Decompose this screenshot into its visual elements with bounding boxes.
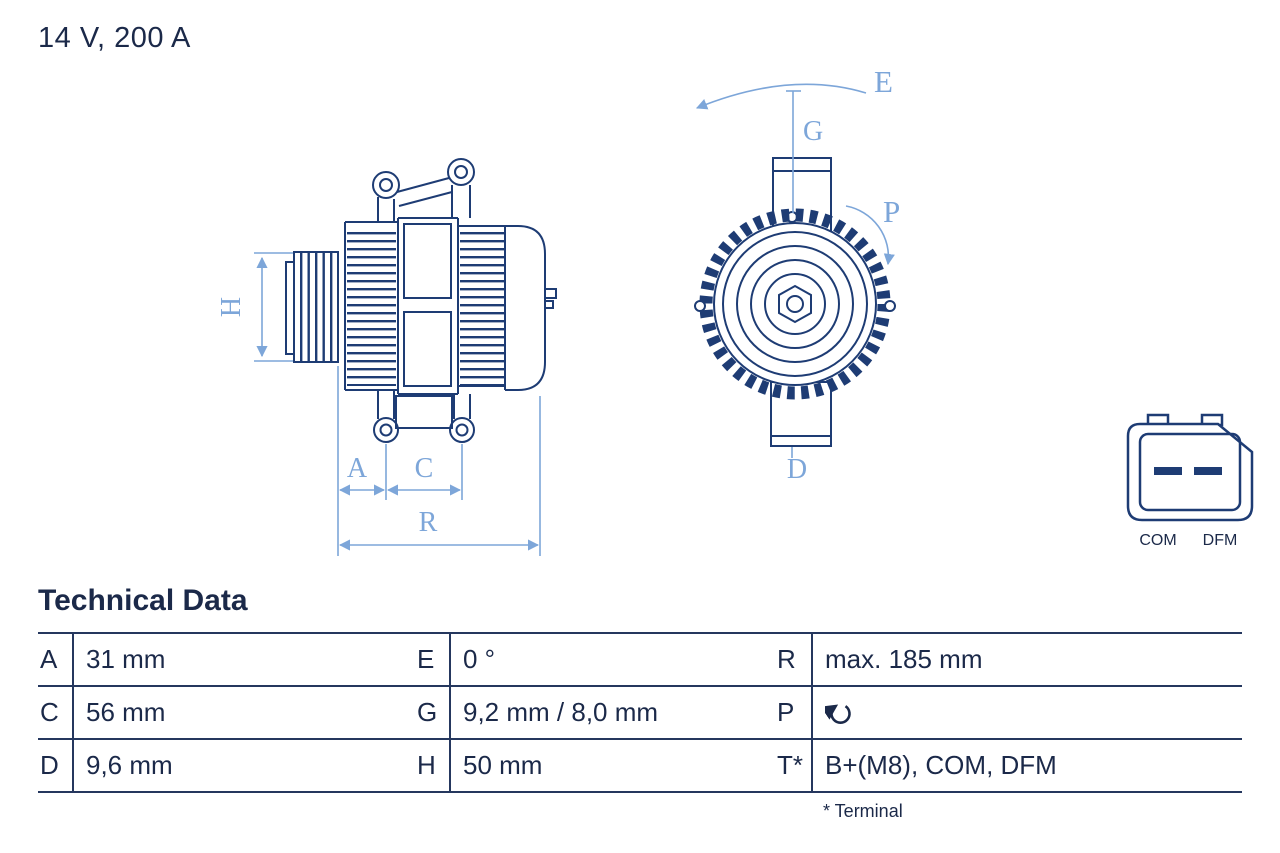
bottom-lug-plate [395, 395, 453, 429]
tech-value-h: 50 mm [451, 740, 775, 793]
connector-labels: COM DFM [1139, 532, 1237, 549]
rotation-direction-icon [825, 703, 851, 724]
dim-label-r: R [419, 507, 438, 538]
bottom-lug-left-eye [373, 417, 399, 443]
terminal-stud-tip [544, 300, 554, 309]
body-top-edge [345, 217, 505, 227]
tech-key-r: R [775, 634, 813, 687]
rear-cooling-fins [460, 229, 504, 386]
shaft-center-hole [786, 295, 804, 313]
tech-key-a: A [38, 634, 74, 687]
bottom-lug-right-eye [449, 417, 475, 443]
dim-label-c: C [415, 453, 434, 484]
bottom-lug-right-hole [455, 423, 469, 437]
side-view-dimensions [254, 252, 541, 556]
bottom-lug-right-arm [453, 394, 471, 419]
dim-label-p: P [883, 194, 900, 229]
connector-pin-dfm [1194, 467, 1222, 475]
top-lug-left-arm [377, 197, 395, 222]
tech-key-g: G [415, 687, 451, 740]
tech-value-d: 9,6 mm [74, 740, 415, 793]
pulley-grooves [293, 251, 339, 363]
bottom-lug-left-hole [379, 423, 393, 437]
tech-key-c: C [38, 687, 74, 740]
dim-label-h: H [216, 297, 247, 317]
dim-label-a: A [347, 453, 368, 484]
technical-data-table: A 31 mm E 0 ° R max. 185 mm C 56 mm G 9,… [38, 632, 1242, 793]
front-cooling-fins [347, 229, 396, 386]
tech-key-h: H [415, 740, 451, 793]
tech-value-a: 31 mm [74, 634, 415, 687]
e-arc [695, 83, 867, 110]
technical-data-title: Technical Data [38, 584, 248, 617]
dim-label-g: G [803, 116, 823, 147]
connector-label-com: COM [1139, 532, 1176, 549]
front-ring-2 [736, 245, 854, 363]
front-view-dimensions [695, 83, 895, 458]
fan-teeth-ring [699, 208, 891, 400]
spec-header: 14 V, 200 A [38, 22, 191, 54]
front-view-dimension-labels: E G P D [787, 64, 900, 485]
h-extension-lines [254, 252, 293, 362]
front-ring-1 [722, 231, 868, 377]
alternator-front-view [694, 157, 896, 447]
ac-extension-lines [385, 444, 463, 500]
tech-value-r: max. 185 mm [813, 634, 1242, 687]
technical-data-section: Technical Data A 31 mm E 0 ° R max. 185 … [38, 584, 1242, 822]
tech-key-p: P [775, 687, 813, 740]
center-plate-top [403, 223, 452, 299]
connector-label-dfm: DFM [1203, 532, 1238, 549]
connector-inner-shell [1138, 432, 1242, 512]
tech-value-p [813, 687, 1242, 740]
top-lug-brace [396, 177, 453, 207]
tech-key-e: E [415, 634, 451, 687]
terminal-footnote: * Terminal [823, 801, 903, 821]
rear-cover [505, 225, 546, 391]
tech-value-e: 0 ° [451, 634, 775, 687]
terminal-stud [544, 288, 557, 299]
front-ring-4 [764, 273, 826, 335]
top-lug-right-eye [447, 158, 475, 186]
dim-label-d: D [787, 454, 807, 485]
technical-drawing: H A C R [216, 64, 1254, 556]
bottom-lug-left-arm [377, 390, 395, 419]
tech-value-c: 56 mm [74, 687, 415, 740]
dim-label-e: E [874, 64, 893, 99]
body-center-band [397, 218, 459, 394]
front-right-ear [884, 300, 896, 312]
connector-diagram [1126, 413, 1254, 522]
tech-value-g: 9,2 mm / 8,0 mm [451, 687, 775, 740]
tech-value-t: B+(M8), COM, DFM [813, 740, 1242, 793]
top-lug-right-arm [451, 185, 471, 218]
front-ring-3 [750, 259, 840, 349]
pulley-end-cap [285, 261, 295, 355]
tech-key-t: T* [775, 740, 813, 793]
side-view-dimension-labels: H A C R [216, 297, 438, 538]
center-plate-bottom [403, 311, 452, 387]
alternator-side-view [285, 158, 557, 443]
shaft-hex-nut [778, 284, 812, 324]
front-left-ear [694, 300, 706, 312]
connector-outer-shell [1126, 422, 1254, 522]
p-rotation-arc [845, 205, 895, 266]
top-lug-left-hole [379, 178, 393, 192]
tech-key-d: D [38, 740, 74, 793]
body-bottom-edge [345, 385, 505, 395]
top-lug-left-eye [372, 171, 400, 199]
top-lug-right-hole [454, 165, 468, 179]
connector-pin-com [1154, 467, 1182, 475]
